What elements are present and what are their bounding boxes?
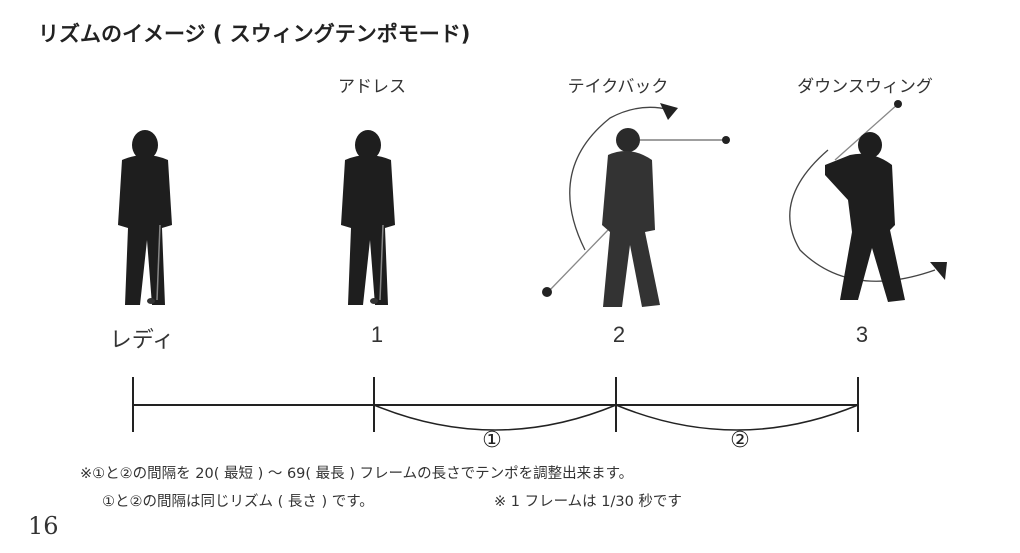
phase-label-downswing: ダウンスウィング: [797, 77, 933, 97]
golfer-downswing: [789, 100, 947, 302]
note-frame-duration: ※ 1 フレームは 1/30 秒です: [494, 494, 682, 510]
phase-label-address: アドレス: [338, 77, 406, 97]
timeline: [132, 377, 859, 432]
interval-2-label: ②: [730, 428, 750, 453]
golfer-address: [341, 130, 395, 305]
interval-1-label: ①: [482, 428, 502, 453]
note-tempo-range: ※①と②の間隔を 20( 最短 ) ～ 69( 最長 ) フレームの長さでテンポ…: [80, 466, 634, 482]
step-2: 2: [612, 322, 626, 347]
step-3: 3: [855, 322, 869, 347]
step-1: 1: [370, 322, 384, 347]
phase-label-takeback: テイクバック: [567, 77, 669, 97]
step-ready: レディ: [109, 327, 175, 352]
note-same-rhythm: ①と②の間隔は同じリズム ( 長さ ) です。: [102, 494, 374, 510]
page-number: 16: [28, 512, 59, 540]
page-title: リズムのイメージ ( スウィングテンポモード): [38, 22, 471, 46]
golfer-ready: [118, 130, 172, 305]
golfer-takeback: [542, 103, 730, 307]
